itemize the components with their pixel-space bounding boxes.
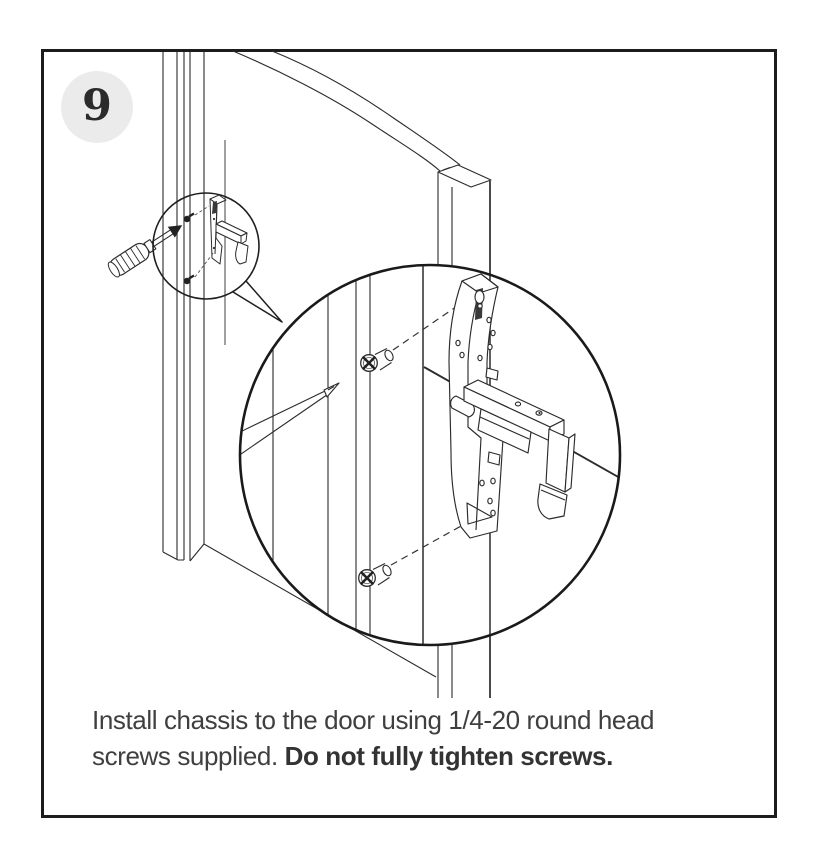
- screwdriver-tip-icon: [238, 383, 339, 454]
- magnifier-detail-circle-fill: [241, 266, 619, 644]
- callout-circle: [153, 193, 259, 299]
- step-number-badge: 9: [61, 71, 133, 143]
- magnifier-detail-circle: [240, 265, 620, 645]
- instruction-caption: Install chassis to the door using 1/4-20…: [92, 702, 764, 774]
- panel-border: [43, 51, 776, 817]
- dashed-insertion-line: [195, 206, 209, 215]
- arrow-tip-icon: [167, 225, 183, 238]
- caption-line-2-bold: Do not fully tighten screws.: [284, 741, 614, 771]
- chassis-drawing: [449, 274, 575, 538]
- caption-line-2: screws supplied. Do not fully tighten sc…: [92, 738, 764, 774]
- round-head-screw-icon: [359, 521, 470, 586]
- caption-line-1: Install chassis to the door using 1/4-20…: [92, 705, 655, 735]
- dashed-insertion-line: [391, 521, 470, 565]
- step-number: 9: [82, 80, 112, 131]
- round-head-screw-icon-small: [183, 206, 214, 285]
- caption-line-2-normal: screws supplied.: [92, 741, 285, 771]
- callout-connector: [233, 281, 282, 322]
- mini-chassis-icon: [210, 195, 248, 264]
- screwdriver-icon: [106, 225, 183, 279]
- callout-area: [106, 140, 282, 345]
- magnified-detail-content: [238, 260, 620, 650]
